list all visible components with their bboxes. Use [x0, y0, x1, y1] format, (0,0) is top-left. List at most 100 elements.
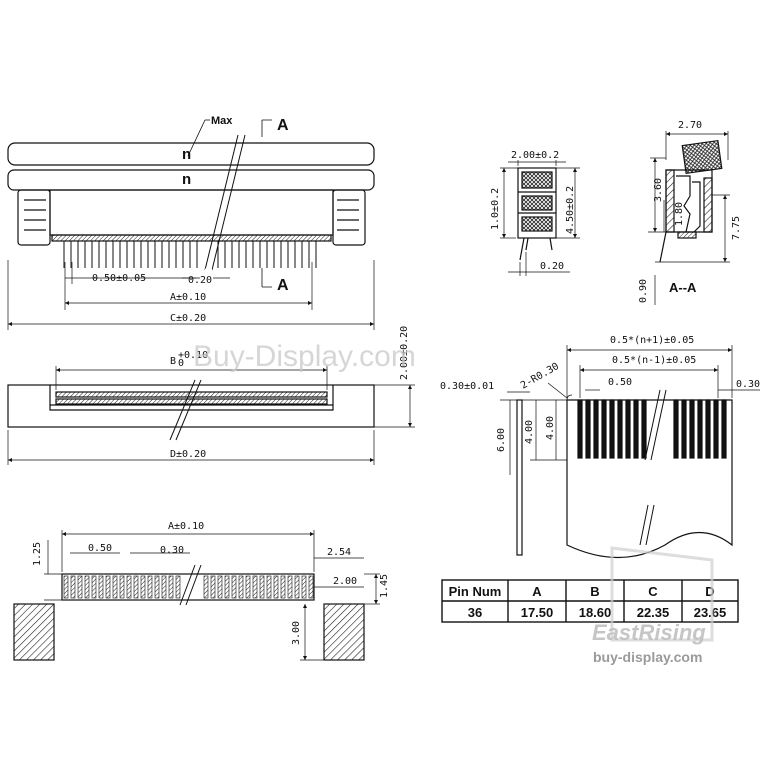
fpc-finger: [617, 399, 623, 459]
dim-fpc-600: 6.00: [496, 428, 507, 452]
footprint-pad: [140, 575, 146, 599]
dim-footprint-125: 1.25: [32, 542, 43, 566]
footprint-pad: [133, 575, 139, 599]
fpc-finger: [689, 399, 695, 459]
table-header-a: A: [532, 584, 542, 599]
dim-footprint-300: 3.00: [291, 621, 302, 645]
table-header-d: D: [705, 584, 714, 599]
fpc-finger: [697, 399, 703, 459]
dim-bottom-height: 2.00±0.20: [399, 326, 410, 380]
section-view: [648, 131, 730, 305]
dim-pin-width: 0.20: [188, 275, 212, 286]
dim-a-front: A±0.10: [170, 292, 206, 303]
dim-footprint-pitch: 0.50: [88, 543, 112, 554]
footprint-pad: [70, 575, 76, 599]
footprint-pad: [238, 575, 244, 599]
footprint-pad: [154, 575, 160, 599]
dim-fpc-right: 0.30: [736, 379, 760, 390]
table-header-b: B: [590, 584, 599, 599]
fpc-fingers: [577, 399, 727, 459]
dim-side-bottom: 0.20: [540, 261, 564, 272]
footprint-pad: [77, 575, 83, 599]
right-latch: [332, 189, 366, 246]
footprint-pad: [175, 575, 181, 599]
dim-c-front: C±0.20: [170, 313, 206, 324]
dim-fpc-400-b: 4.00: [545, 416, 556, 440]
dim-fpc-top1: 0.5*(n+1)±0.05: [610, 335, 694, 346]
dim-section-775: 7.75: [731, 216, 742, 240]
contact-strip: [51, 234, 332, 242]
fpc-finger: [713, 399, 719, 459]
table-cell-d: 23.65: [694, 605, 727, 620]
dimension-table: Pin Num A B C D 36 17.50 18.60 22.35 23.…: [441, 579, 739, 623]
table-cell-b: 18.60: [579, 605, 612, 620]
footprint-pad: [119, 575, 125, 599]
fpc-finger: [721, 399, 727, 459]
watermark-brand: EastRising: [592, 620, 706, 645]
footprint-labels: A±0.10 0.50 0.30 1.25 2.54 2.00 1.45 3.0…: [32, 521, 390, 645]
side-view: [500, 160, 580, 276]
footprint-pad: [98, 575, 104, 599]
fpc-finger: [585, 399, 591, 459]
front-view: [7, 119, 375, 330]
dim-fpc-radius: 2-R0.30: [519, 361, 561, 392]
dim-side-width: 2.00±0.2: [511, 150, 559, 161]
watermark-center: Buy-Display.com: [193, 340, 416, 373]
dim-b-tol-upper: +0.10: [178, 350, 208, 361]
dim-d: D±0.20: [170, 449, 206, 460]
footprint-pad: [217, 575, 223, 599]
footprint-pads: [63, 575, 314, 599]
dim-fpc-400-a: 4.00: [524, 420, 535, 444]
label-section-aa: A--A: [669, 280, 697, 295]
footprint-pad: [245, 575, 251, 599]
dim-section-360: 3.60: [653, 178, 664, 202]
table-header-c: C: [648, 584, 658, 599]
section-view-labels: 2.70 3.60 1.80 7.75 0.90 A--A: [638, 120, 742, 303]
dim-footprint-145: 1.45: [379, 574, 390, 598]
footprint-pad: [287, 575, 293, 599]
footprint-pad: [252, 575, 258, 599]
dim-section-180: 1.80: [674, 202, 685, 226]
watermark: Buy-Display.com EastRising buy-display.c…: [193, 340, 714, 665]
dim-b-base: B: [170, 356, 176, 367]
footprint-pad: [210, 575, 216, 599]
dim-fpc-top2: 0.5*(n-1)±0.05: [612, 355, 696, 366]
dim-footprint-200: 2.00: [333, 576, 357, 587]
footprint-pad: [273, 575, 279, 599]
dim-section-top: 2.70: [678, 120, 702, 131]
side-view-labels: 2.00±0.2 1.0±0.2 4.50±0.2 0.20: [490, 150, 576, 272]
footprint-pad: [280, 575, 286, 599]
fpc-finger: [625, 399, 631, 459]
fpc-finger: [633, 399, 639, 459]
footprint-view: [13, 530, 380, 661]
dim-section-090: 0.90: [638, 279, 649, 303]
dim-footprint-a: A±0.10: [168, 521, 204, 532]
fpc-view: [500, 345, 760, 558]
dim-pitch-front: 0.50±0.05: [92, 273, 146, 284]
footprint-pad: [112, 575, 118, 599]
footprint-pad: [203, 575, 209, 599]
footprint-pad: [63, 575, 69, 599]
label-section-a-bottom: A: [277, 277, 289, 294]
dim-footprint-254: 2.54: [327, 547, 351, 558]
footprint-pad: [147, 575, 153, 599]
dim-b-tol-lower: 0: [178, 358, 184, 369]
table-cell-pin: 36: [468, 605, 482, 620]
dim-side-left: 1.0±0.2: [490, 188, 501, 230]
housing-inner: [49, 189, 334, 236]
dim-footprint-pad: 0.30: [160, 545, 184, 556]
footprint-pad: [168, 575, 174, 599]
fpc-finger: [601, 399, 607, 459]
footprint-pad: [224, 575, 230, 599]
fpc-finger: [641, 399, 647, 459]
footprint-pad: [308, 575, 314, 599]
footprint-pad: [294, 575, 300, 599]
footprint-pad: [301, 575, 307, 599]
front-view-labels: Max n n A A 0.50±0.05 0.20 A±0.10 C±0.20: [92, 115, 289, 324]
table-header-pin: Pin Num: [449, 584, 502, 599]
table-cell-a: 17.50: [521, 605, 554, 620]
footprint-pad: [231, 575, 237, 599]
dim-fpc-pitch: 0.50: [608, 377, 632, 388]
